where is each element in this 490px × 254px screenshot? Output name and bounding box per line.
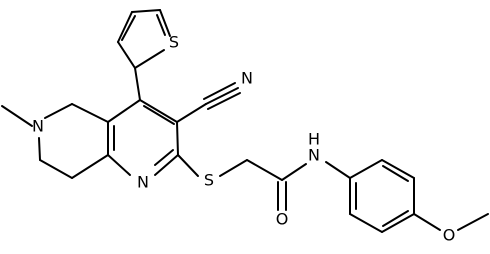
bond [38, 137, 41, 161]
bond [121, 15, 136, 41]
bond [159, 9, 171, 37]
bond [281, 163, 307, 181]
bond [349, 213, 383, 233]
bond [139, 99, 178, 123]
thioether-amide-chain [177, 154, 351, 211]
bond [71, 154, 109, 179]
bond [325, 161, 351, 179]
bond [382, 210, 409, 227]
atom-label-piperidine-n: N [32, 117, 44, 136]
bond [143, 105, 175, 125]
bond [246, 159, 283, 181]
methoxyphenyl-ring [349, 159, 489, 233]
bond [382, 165, 409, 182]
bond [349, 159, 383, 179]
bond [154, 149, 174, 166]
thiophene-ring [117, 9, 171, 69]
bond [134, 67, 141, 101]
atom-label-pyridine-n: N [137, 173, 149, 192]
bond [219, 159, 248, 177]
bond [39, 159, 73, 179]
bond [1, 105, 33, 127]
bond [117, 41, 136, 69]
bond [203, 82, 236, 100]
bond [457, 213, 489, 231]
pyridine-ring [107, 67, 179, 176]
bond [176, 121, 179, 156]
atom-label-methoxy-o: O [443, 226, 456, 245]
atom-label-amide-h: H [308, 130, 320, 149]
bond [207, 92, 241, 110]
bond [381, 159, 415, 179]
piperidine-ring [1, 103, 109, 179]
bond [177, 154, 199, 177]
bond [131, 9, 161, 13]
bond [156, 14, 166, 36]
bond [381, 213, 415, 233]
bond [107, 99, 141, 123]
bond [71, 103, 109, 123]
bond [413, 213, 441, 231]
bond [117, 11, 133, 43]
cyano-group [176, 82, 241, 123]
bond [154, 154, 179, 176]
atom-label-cyano-n: N [241, 69, 253, 88]
bond [134, 49, 165, 69]
bond [176, 103, 207, 123]
atom-label-thiophene-s: S [169, 33, 179, 52]
bond [44, 103, 73, 119]
atom-label-thioether-s: S [204, 171, 214, 190]
atom-label-carbonyl-o: O [276, 210, 289, 229]
bond [205, 87, 239, 105]
atom-label-amide-n: N [308, 146, 320, 165]
bond [107, 154, 131, 176]
